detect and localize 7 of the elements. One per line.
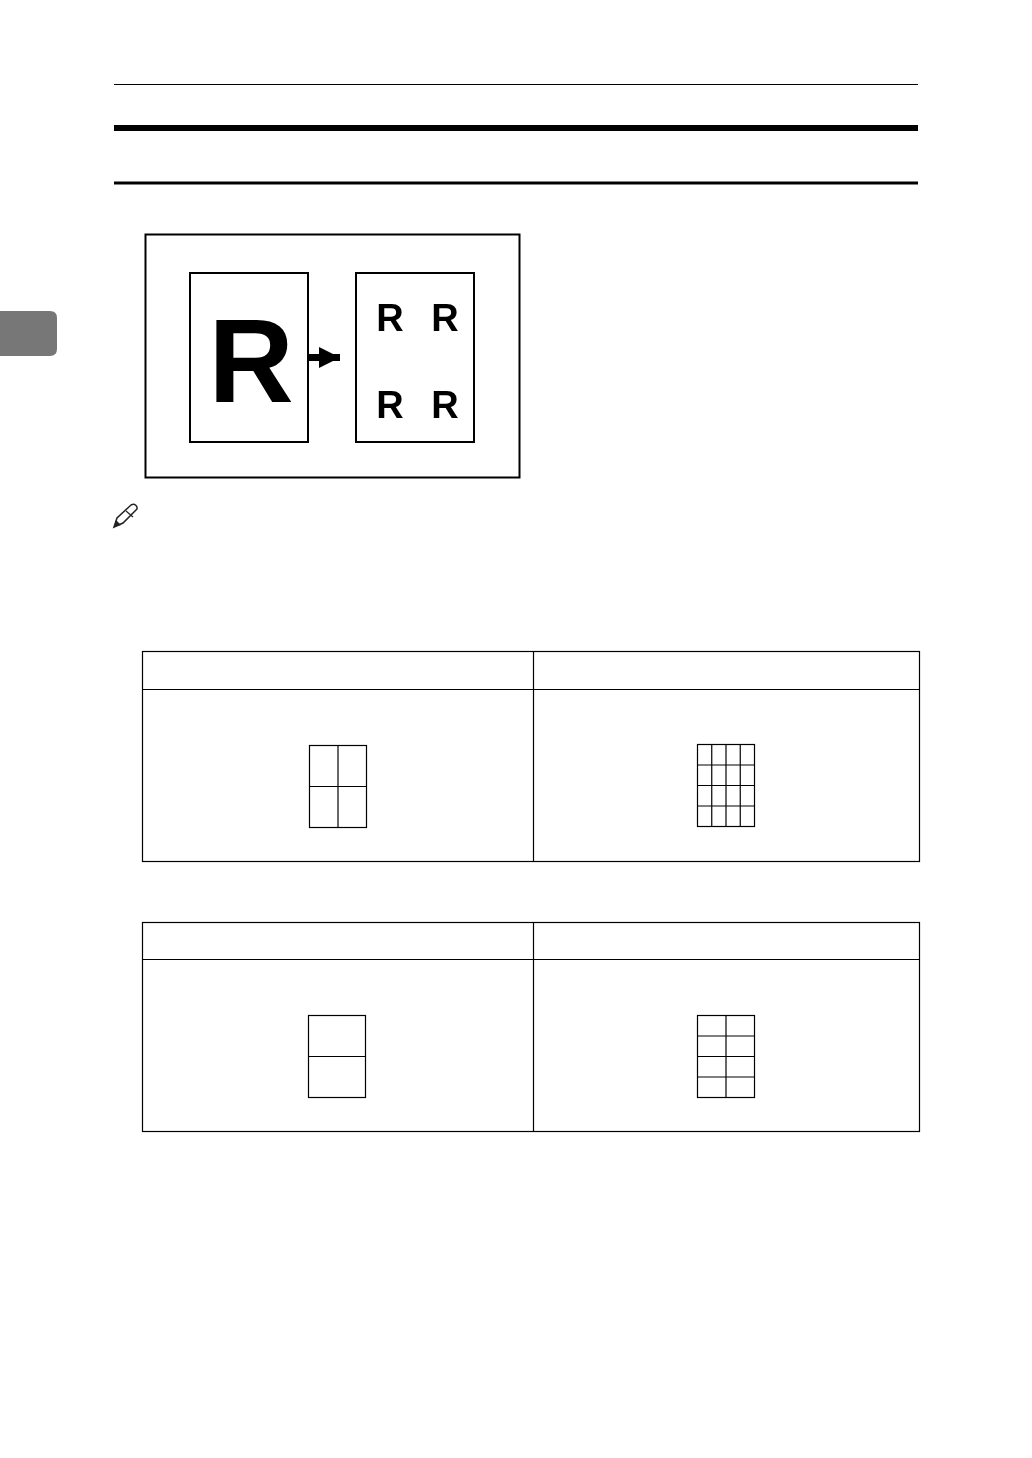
sheet-letter: R: [431, 386, 459, 424]
page-sheet: [189, 272, 309, 443]
page-sheet: [355, 272, 475, 443]
sheet-letter: R: [376, 386, 404, 424]
sheet-letter: R: [376, 299, 404, 337]
sheet-letter: R: [431, 299, 459, 337]
sheet-letter: R: [208, 302, 294, 420]
